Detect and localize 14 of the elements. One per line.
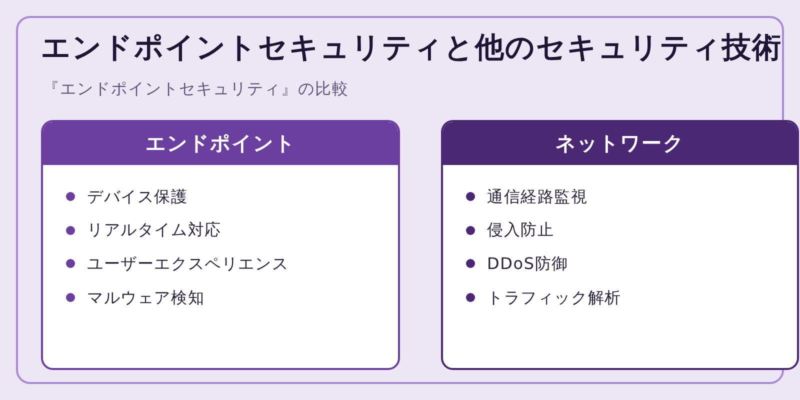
list-item: DDoS防御 (487, 252, 568, 275)
card (41, 120, 400, 370)
list-item: リアルタイム対応 (87, 219, 222, 242)
card-header: ネットワーク (443, 122, 797, 165)
list-item: トラフィック解析 (487, 286, 622, 309)
subtitle: 『エンドポイントセキュリティ』の比較 (43, 78, 349, 100)
list-item: デバイス保護 (87, 186, 188, 208)
card-header: エンドポイント (43, 122, 398, 165)
card (441, 120, 799, 370)
title: エンドポイントセキュリティと他のセキュリティ技術 (41, 29, 782, 66)
list-item: 侵入防止 (487, 219, 554, 242)
list-item: ユーザーエクスペリエンス (87, 252, 289, 275)
list-item: マルウェア検知 (87, 286, 205, 309)
list-item: 通信経路監視 (487, 186, 588, 208)
